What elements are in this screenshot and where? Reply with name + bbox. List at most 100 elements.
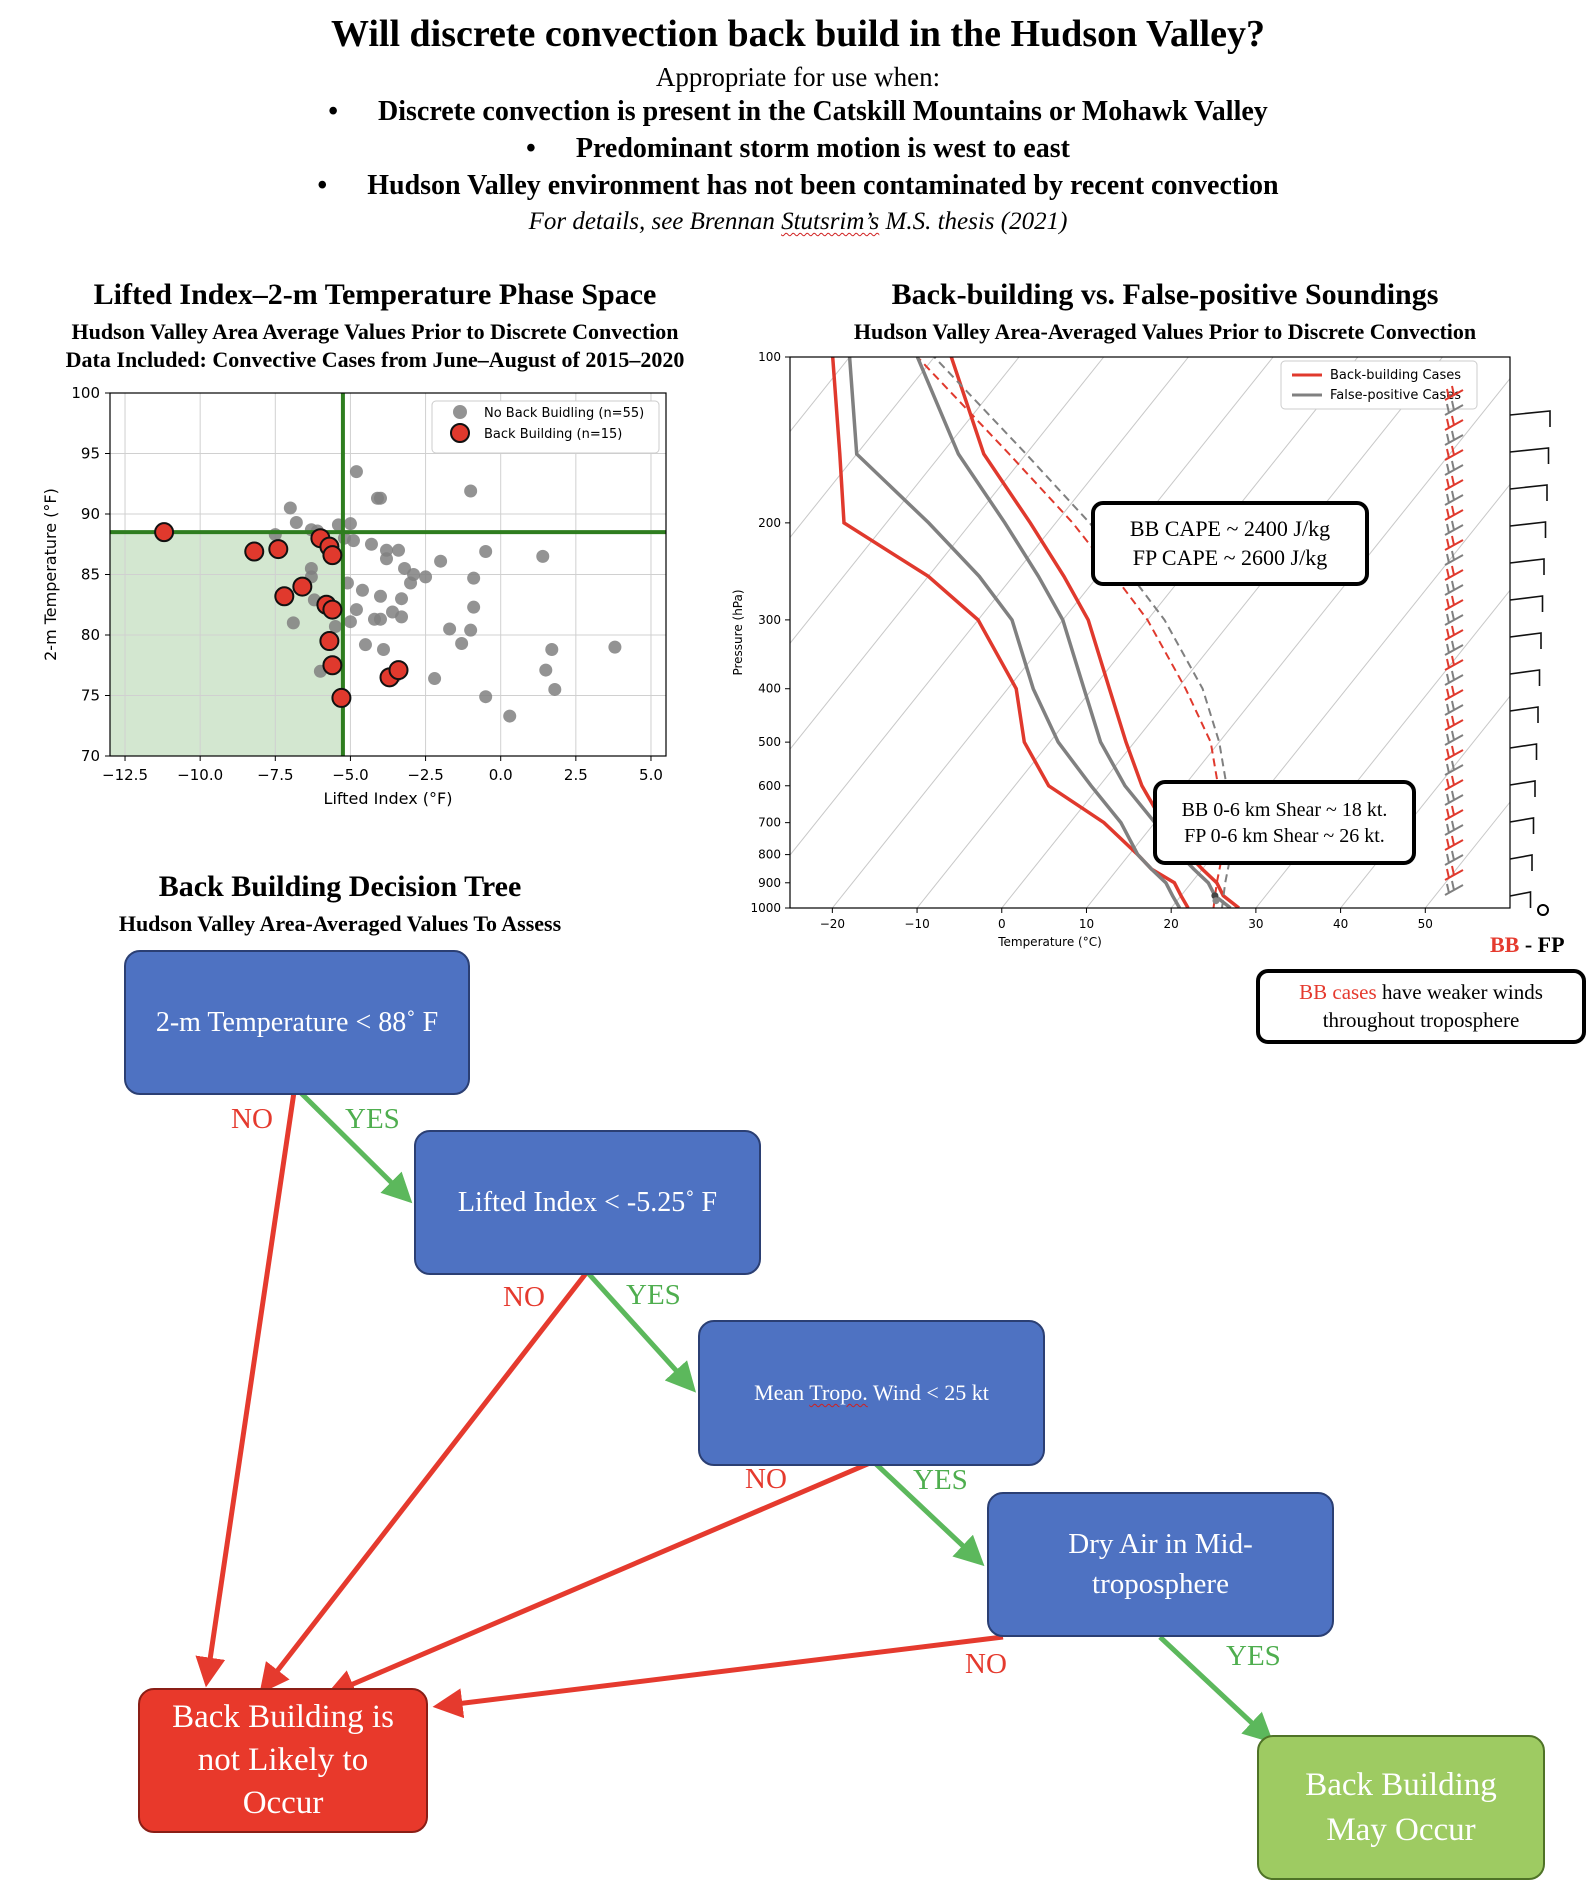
bb-wind-barb xyxy=(1444,655,1464,671)
scatter-title: Lifted Index–2-m Temperature Phase Space xyxy=(93,278,657,311)
fp-wind-barb xyxy=(1444,580,1464,596)
bb-dewpoint-line xyxy=(830,357,1190,908)
no-back-building-point xyxy=(467,571,481,585)
scatter-legend: No Back Buidling (n=55)Back Building (n=… xyxy=(431,400,660,454)
no-back-building-point xyxy=(289,515,303,529)
x-tick-label: −10.0 xyxy=(177,766,223,784)
bb-wind-barb xyxy=(1444,745,1464,761)
bb-wind-barb xyxy=(1444,475,1464,491)
hodograph-barb xyxy=(1509,706,1539,723)
skewt-title: Back-building vs. False-positive Soundin… xyxy=(891,278,1439,311)
no-back-building-point xyxy=(479,545,493,559)
fp-wind-barb xyxy=(1444,550,1464,566)
tree-title: Back Building Decision Tree xyxy=(158,870,522,903)
y-tick-label: 85 xyxy=(81,566,100,584)
temperature-tick-label: 50 xyxy=(1418,917,1433,931)
tropo-word: Tropo. xyxy=(809,1380,868,1405)
bullet-dot: • xyxy=(526,133,536,164)
fp-temperature-line xyxy=(915,357,1232,908)
scatter-subtitle-1: Hudson Valley Area Average Values Prior … xyxy=(71,319,679,344)
no-back-building-point xyxy=(373,589,387,603)
fp-wind-barb xyxy=(1444,760,1464,776)
no-back-building-point xyxy=(545,643,559,657)
no-back-building-point xyxy=(349,603,363,617)
back-building-point xyxy=(319,631,340,652)
x-axis-label: Lifted Index (°F) xyxy=(324,789,453,808)
no-back-building-point xyxy=(328,620,342,634)
isotherm xyxy=(1424,801,1510,908)
back-building-point xyxy=(322,545,343,566)
hodograph-barb xyxy=(1509,410,1551,427)
hodograph-barb xyxy=(1509,521,1547,538)
fp-wind-barb xyxy=(1444,880,1464,896)
bullet-dot: • xyxy=(328,96,338,127)
y-tick-label: 70 xyxy=(81,747,100,765)
fp-wind-barb xyxy=(1444,640,1464,656)
yes-label-4: YES xyxy=(1226,1640,1281,1672)
details-text: For details, see Brennan Stutsrim’s M.S.… xyxy=(528,208,1068,235)
legend-marker-red xyxy=(450,423,470,443)
back-building-point xyxy=(331,687,352,708)
temperature-tick-label: −20 xyxy=(820,917,845,931)
hodograph-barb xyxy=(1509,595,1544,612)
no-back-building-point xyxy=(349,465,363,479)
no-label-2: NO xyxy=(503,1281,545,1313)
fp-wind-barb xyxy=(1444,820,1464,836)
no-back-building-point xyxy=(404,576,418,590)
pressure-tick-label: 600 xyxy=(758,779,781,793)
hodograph-origin xyxy=(1537,904,1549,916)
temperature-tick-label: 10 xyxy=(1079,917,1094,931)
yes-arrow-4 xyxy=(1158,1635,1274,1744)
no-back-building-point xyxy=(464,484,478,498)
shear-fp: FP 0-6 km Shear ~ 26 kt. xyxy=(1184,824,1385,847)
bullet-item: • Predominant storm motion is west to eas… xyxy=(0,133,1596,165)
node-lifted-index: Lifted Index < -5.25˚ F xyxy=(414,1130,761,1275)
pressure-tick-label: 100 xyxy=(758,350,781,364)
bb-wind-barb xyxy=(1444,595,1464,611)
cape-annotation: BB CAPE ~ 2400 J/kg FP CAPE ~ 2600 J/kg xyxy=(1091,501,1369,586)
no-back-building-point xyxy=(343,615,357,629)
y-axis-label: 2-m Temperature (°F) xyxy=(41,488,60,661)
fp-wind-barb xyxy=(1444,490,1464,506)
bb-wind-barb xyxy=(1444,775,1464,791)
no-back-building-point xyxy=(355,583,369,597)
no-back-building-point xyxy=(379,552,393,566)
back-building-point xyxy=(322,599,343,620)
bullet-item: •Discrete convection is present in the C… xyxy=(0,96,1596,128)
fp-wind-barb xyxy=(1444,430,1464,446)
bullet-text: Predominant storm motion is west to east xyxy=(575,133,1070,164)
no-back-building-point xyxy=(536,549,550,563)
pressure-axis-label: Pressure (hPa) xyxy=(731,589,745,675)
main-title: Will discrete convection back build in t… xyxy=(331,13,1265,55)
fp-wind-barb xyxy=(1444,520,1464,536)
pressure-tick-label: 900 xyxy=(758,876,781,890)
no-back-building-point xyxy=(358,638,372,652)
no-back-building-point xyxy=(608,640,622,654)
back-building-point xyxy=(244,541,265,562)
skewt-subtitle: Hudson Valley Area-Averaged Values Prior… xyxy=(853,319,1477,344)
yes-arrow-3 xyxy=(874,1462,985,1567)
no-back-building-point xyxy=(343,517,357,531)
winds-line-2: throughout troposphere xyxy=(1322,1007,1520,1032)
back-building-point xyxy=(292,576,313,597)
no-arrow-1 xyxy=(195,1091,297,1688)
legend-label: False-positive Cases xyxy=(1330,388,1461,403)
yes-label-1: YES xyxy=(345,1103,400,1135)
scatter-subtitle-2: Data Included: Convective Cases from Jun… xyxy=(65,347,685,372)
hodograph-barb xyxy=(1509,891,1532,908)
surface-marker xyxy=(1212,897,1220,905)
tree-subtitle: Hudson Valley Area-Averaged Values To As… xyxy=(118,911,562,936)
pressure-tick-label: 200 xyxy=(758,516,781,530)
legend-label: Back-building Cases xyxy=(1330,368,1461,383)
isotherm xyxy=(790,357,1105,750)
bb-wind-barb xyxy=(1444,565,1464,581)
isotherm xyxy=(790,357,1020,645)
back-building-point xyxy=(388,660,409,681)
hodograph-barb xyxy=(1509,558,1545,575)
temperature-tick-label: 40 xyxy=(1333,917,1348,931)
no-back-building-point xyxy=(455,636,469,650)
bullet-item: •Hudson Valley environment has not been … xyxy=(0,170,1596,202)
